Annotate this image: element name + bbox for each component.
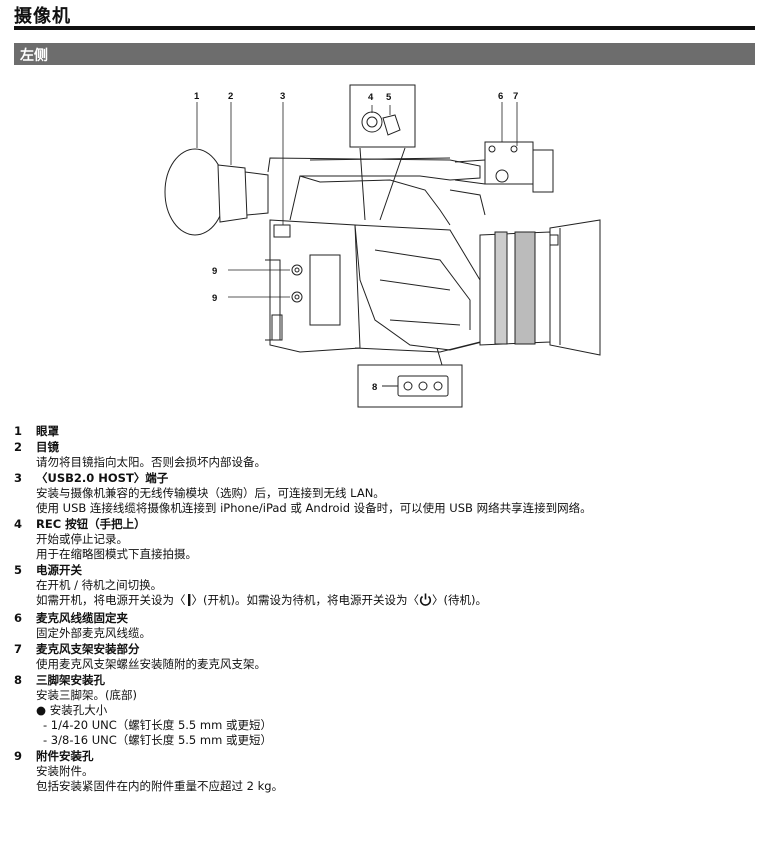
callout-9a: 9 [212, 266, 217, 277]
item-9: 9 附件安装孔 安装附件。 包括安装紧固件在内的附件重量不应超过 2 kg。 [14, 749, 754, 794]
callout-5: 5 [386, 92, 392, 103]
power-text-c: 〉(待机)。 [431, 593, 487, 607]
item-desc: 安装附件。 [36, 764, 94, 778]
item-desc: 安装三脚架。(底部) [36, 688, 137, 702]
eyecup [164, 148, 226, 236]
mic-holder [484, 141, 534, 185]
item-desc: 包括安装紧固件在内的附件重量不应超过 2 kg。 [36, 779, 284, 793]
item-title: 目镜 [36, 440, 59, 454]
item-6: 6 麦克风线缆固定夹 固定外部麦克风线缆。 [14, 611, 754, 641]
camera-figure: 1 2 3 4 5 6 7 9 9 8 [150, 80, 620, 415]
grip-strap [354, 224, 491, 351]
item-title: 麦克风线缆固定夹 [36, 611, 128, 625]
item-7: 7 麦克风支架安装部分 使用麦克风支架螺丝安装随附的麦克风支架。 [14, 642, 754, 672]
item-number: 4 [14, 517, 23, 531]
item-number: 8 [14, 673, 23, 687]
camera-body [269, 219, 361, 353]
item-4: 4 REC 按钮（手把上） 开始或停止记录。 用于在缩略图模式下直接拍摄。 [14, 517, 754, 562]
standby-icon [419, 593, 432, 610]
item-desc: 开始或停止记录。 [36, 532, 128, 546]
power-instruction: 如需开机，将电源开关设为〈〉(开机)。如需设为待机，将电源开关设为〈〉(待机)。 [14, 593, 754, 610]
section-header: 左侧 [14, 43, 755, 65]
item-title: 麦克风支架安装部分 [36, 642, 140, 656]
item-desc: 用于在缩略图模式下直接拍摄。 [36, 547, 197, 561]
item-title: 〈USB2.0 HOST〉端子 [36, 471, 169, 485]
callout-7: 7 [513, 91, 518, 102]
item-desc: 固定外部麦克风线缆。 [36, 626, 151, 640]
item-1: 1 眼罩 [14, 424, 754, 439]
item-number: 2 [14, 440, 23, 454]
item-title: 眼罩 [36, 424, 59, 438]
rec-button-zoom-box [349, 84, 416, 148]
item-desc: 请勿将目镜指向太阳。否则会损坏内部设备。 [36, 455, 266, 469]
item-title: REC 按钮（手把上） [36, 517, 146, 531]
item-2: 2 目镜 请勿将目镜指向太阳。否则会损坏内部设备。 [14, 440, 754, 470]
handle [267, 157, 481, 221]
page-title: 摄像机 [14, 6, 71, 27]
sub-item: - 1/4-20 UNC（螺钉长度 5.5 mm 或更短） [43, 718, 272, 732]
item-desc: 在开机 / 待机之间切换。 [36, 578, 163, 592]
camera-left-side-illustration: 1 2 3 4 5 6 7 9 9 8 [164, 84, 601, 408]
item-desc: 使用麦克风支架螺丝安装随附的麦克风支架。 [36, 657, 266, 671]
item-number: 1 [14, 424, 23, 438]
title-rule [14, 26, 755, 30]
eyepiece [217, 164, 248, 223]
callout-6: 6 [498, 91, 503, 102]
item-number: 7 [14, 642, 23, 656]
item-number: 9 [14, 749, 23, 763]
item-desc: 安装与摄像机兼容的无线传输模块（选购）后，可连接到无线 LAN。 [36, 486, 385, 500]
callout-1: 1 [194, 91, 200, 102]
item-3: 3 〈USB2.0 HOST〉端子 安装与摄像机兼容的无线传输模块（选购）后，可… [14, 471, 754, 516]
item-title: 电源开关 [36, 563, 82, 577]
item-title: 三脚架安装孔 [36, 673, 105, 687]
power-text-a: 如需开机，将电源开关设为〈 [36, 593, 186, 607]
item-title: 附件安装孔 [36, 749, 94, 763]
item-list: 1 眼罩 2 目镜 请勿将目镜指向太阳。否则会损坏内部设备。 3 〈USB2.0… [14, 424, 754, 795]
tripod-hole [403, 381, 413, 391]
power-switch [382, 114, 401, 136]
lens-hood [549, 219, 601, 356]
item-5: 5 电源开关 在开机 / 待机之间切换。 如需开机，将电源开关设为〈〉(开机)。… [14, 563, 754, 610]
sub-item: - 3/8-16 UNC（螺钉长度 5.5 mm 或更短） [43, 733, 272, 747]
callout-2: 2 [228, 91, 233, 102]
accessory-hole-2 [291, 291, 303, 303]
usb-port [273, 224, 291, 238]
section-label: 左侧 [20, 48, 48, 64]
accessory-hole-1 [291, 264, 303, 276]
callout-3: 3 [280, 91, 285, 102]
item-number: 6 [14, 611, 23, 625]
power-text-b: 〉(开机)。如需设为待机，将电源开关设为〈 [191, 593, 419, 607]
item-number: 5 [14, 563, 23, 577]
callout-4: 4 [368, 92, 374, 103]
item-8: 8 三脚架安装孔 安装三脚架。(底部) ● 安装孔大小 - 1/4-20 UNC… [14, 673, 754, 748]
callout-9b: 9 [212, 293, 217, 304]
bullet-hole-size: ● 安装孔大小 [36, 703, 108, 717]
item-number: 3 [14, 471, 23, 485]
item-desc: 使用 USB 连接线缆将摄像机连接到 iPhone/iPad 或 Android… [36, 501, 592, 515]
power-on-icon [186, 594, 192, 610]
callout-8: 8 [372, 382, 377, 393]
